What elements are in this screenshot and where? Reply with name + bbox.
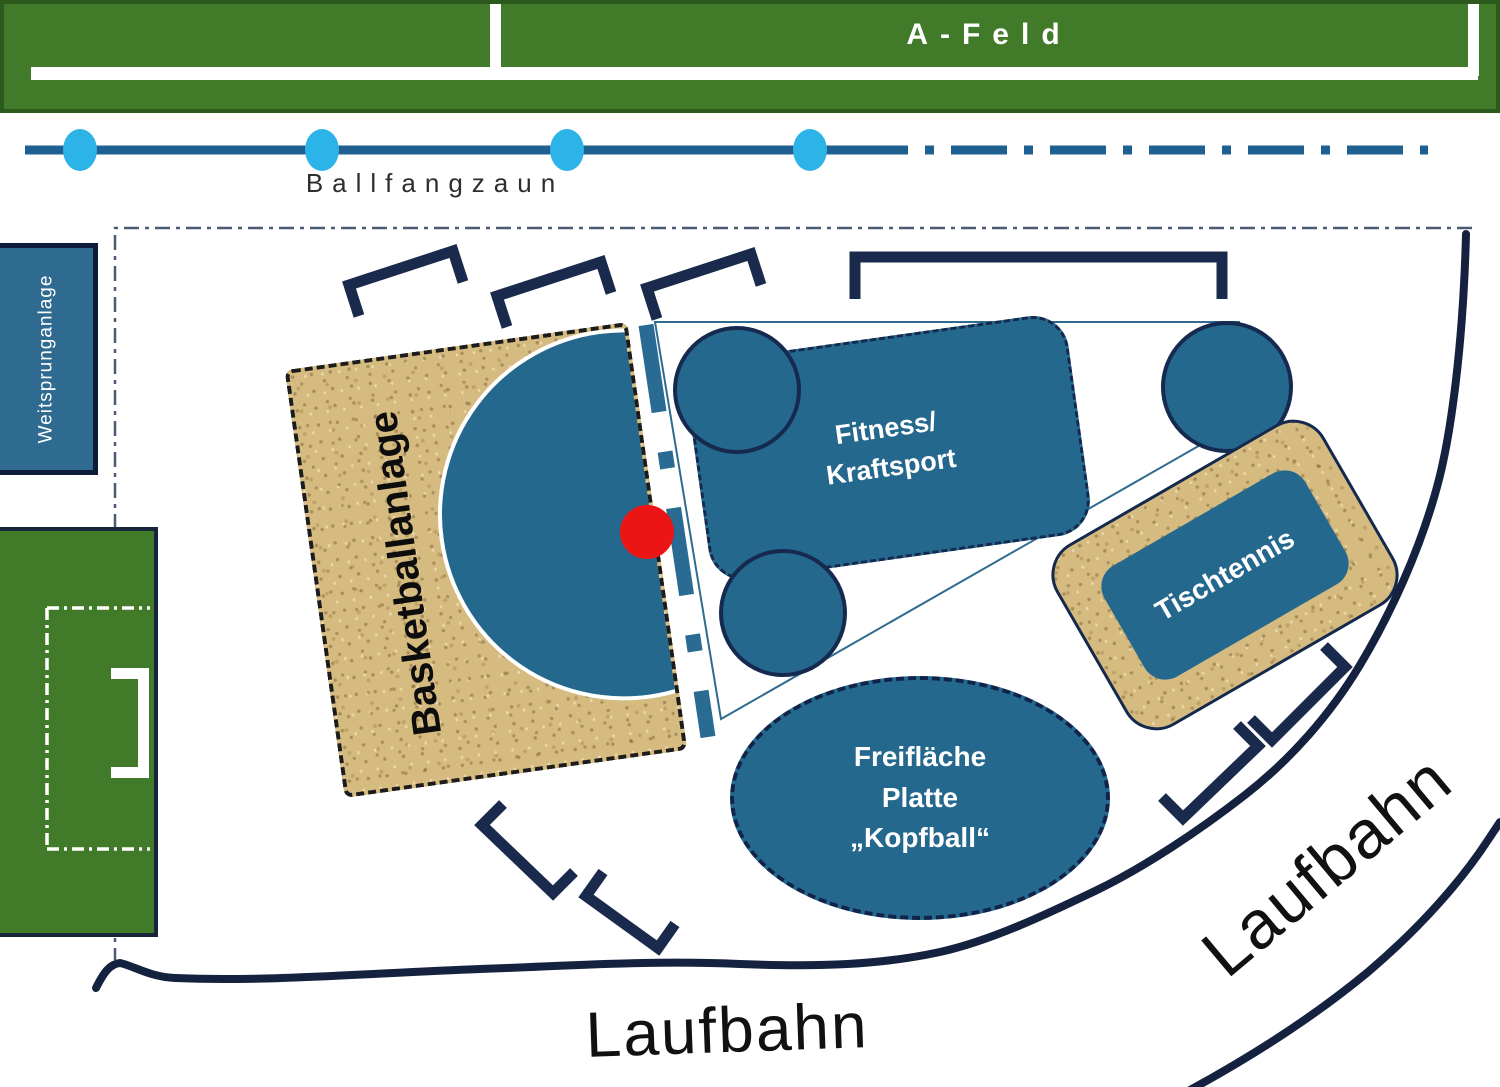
a-feld-label: A-Feld (906, 18, 1072, 51)
fence-post-dot (305, 129, 339, 171)
laufbahn-label-right: Laufbahn (1187, 740, 1467, 992)
fence-post-dot (63, 129, 97, 171)
bracket-icon (849, 251, 1228, 299)
fence-post-dot (550, 129, 584, 171)
bracket-icon (640, 247, 767, 321)
bracket-icon (342, 244, 469, 318)
equipment-circle-top (673, 326, 801, 454)
fence-post-dot (793, 129, 827, 171)
bracket-icon (1158, 721, 1266, 826)
equipment-circle-bottom (719, 549, 847, 677)
ballfangzaun-label: Ballfangzaun (305, 168, 565, 198)
freiflaeche-label-line2: Platte (881, 781, 959, 813)
tischtennis-label: Tischtennis (1149, 522, 1300, 627)
freiflaeche-kopfball-ellipse: Freifläche Platte „Kopfball“ (730, 676, 1110, 920)
goal-icon (111, 668, 149, 778)
pitch-white-sideline (31, 67, 1478, 80)
basketball-court: Basketballanlage (284, 322, 688, 798)
basketballanlage-label: Basketballanlage (361, 408, 451, 739)
weitsprunganlage-label: Weitsprunganlage (35, 274, 57, 444)
a-feld-pitch-banner: A-Feld (0, 0, 1500, 113)
bracket-icon (474, 800, 578, 901)
tischtennis-area: Tischtennis (1038, 406, 1412, 744)
pitch-white-corner-line (1468, 4, 1479, 76)
bracket-icon (490, 255, 617, 329)
freiflaeche-label-line3: „Kopfball“ (850, 822, 990, 854)
laufbahn-label-bottom: Laufbahn (584, 989, 870, 1071)
tischtennis-table: Tischtennis (1092, 461, 1358, 689)
bracket-icon (578, 868, 680, 956)
weitsprunganlage-box: Weitsprunganlage (0, 243, 98, 475)
pitch-white-divider-line (490, 4, 501, 74)
basketball-court-circle (413, 322, 688, 725)
soccer-field-corner (0, 527, 158, 937)
freiflaeche-label-line1: Freifläche (853, 741, 987, 773)
